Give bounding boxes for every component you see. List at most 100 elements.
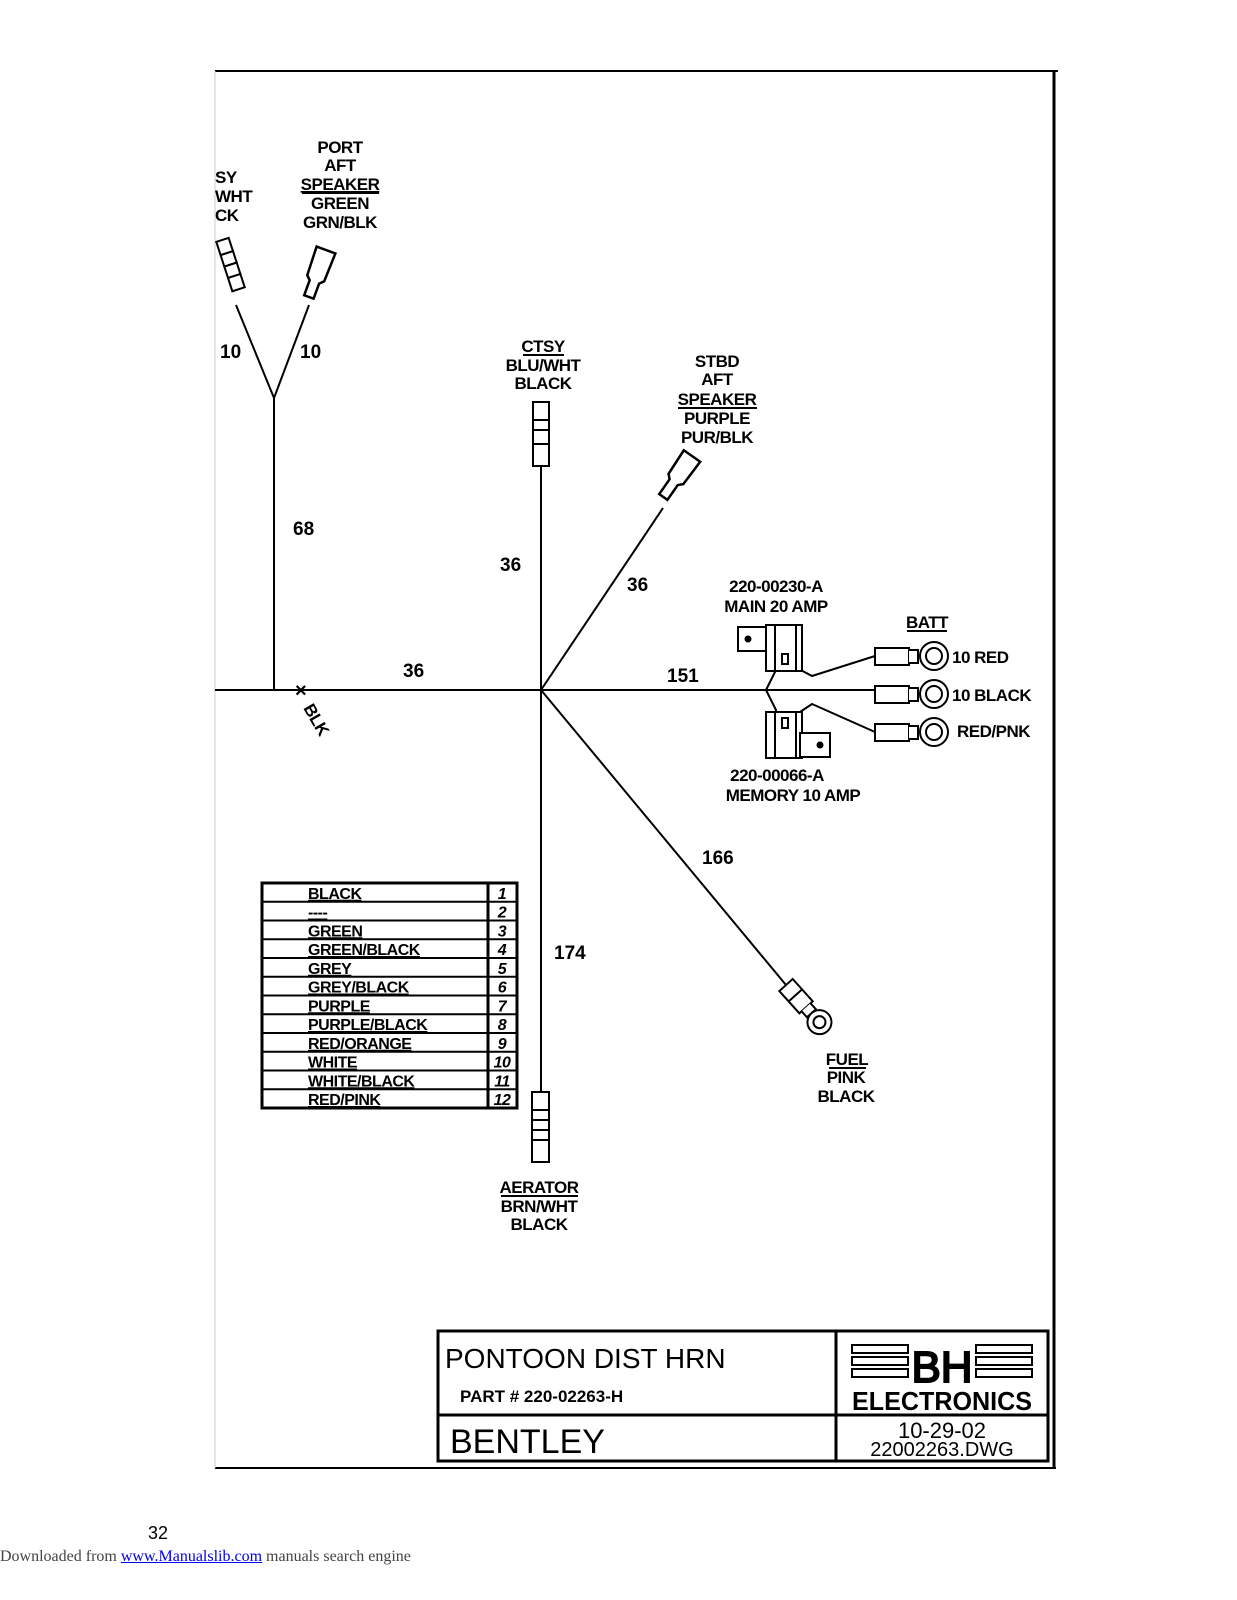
label-line: BLU/WHT xyxy=(506,356,582,375)
table-row-color: WHITE xyxy=(308,1055,358,1072)
wire-length-label: 166 xyxy=(702,848,734,869)
aerator-connector: AERATOR BRN/WHT BLACK xyxy=(500,1091,579,1234)
label-line: PURPLE xyxy=(684,409,750,428)
fuse-holder-icon xyxy=(765,711,831,759)
label-line: BLACK xyxy=(511,1215,569,1234)
bullet-connector-icon xyxy=(215,236,246,293)
ring-terminal-icon xyxy=(874,641,949,671)
footer-prefix: Downloaded from xyxy=(0,1548,121,1565)
wire-length-label: 36 xyxy=(500,555,521,576)
port-aft-speaker-connector: PORT AFT SPEAKER GREEN GRN/BLK xyxy=(301,138,380,301)
footer-suffix: manuals search engine xyxy=(262,1548,411,1565)
label-line: AFT xyxy=(701,370,734,389)
title-block: PONTOON DIST HRN PART # 220-02263-H BENT… xyxy=(436,1329,1050,1463)
wire-length-label: 68 xyxy=(293,519,314,540)
table-row-pin: 5 xyxy=(498,961,508,978)
ring-terminal-icon xyxy=(777,977,833,1036)
stbd-speaker-wire xyxy=(540,507,664,691)
wire-length-label: 10 xyxy=(300,342,321,363)
label-line: BLACK xyxy=(818,1087,876,1106)
wire-length-label: 36 xyxy=(403,661,424,682)
drawing-border xyxy=(214,70,1058,1469)
label-heading: SPEAKER xyxy=(678,390,757,409)
table-row-color: PURPLE xyxy=(308,998,371,1015)
table-row-color: RED/ORANGE xyxy=(308,1036,412,1053)
table-row-pin: 11 xyxy=(494,1073,510,1090)
branch-port-speaker-wire xyxy=(273,304,310,399)
table-row-color: GREEN xyxy=(308,923,362,940)
batt-terminal-label: RED/PNK xyxy=(957,722,1031,741)
wire-length-label: 151 xyxy=(667,666,699,687)
drawing-title: PONTOON DIST HRN xyxy=(445,1343,726,1374)
batt-terminal-label: 10 BLACK xyxy=(952,686,1032,705)
table-row-color: BLACK xyxy=(308,886,362,903)
table-row-pin: 6 xyxy=(498,980,507,997)
fuel-wire xyxy=(540,689,787,986)
logo-word: ELECTRONICS xyxy=(852,1386,1032,1416)
label-line: WHT xyxy=(215,187,253,206)
ring-terminal-icon xyxy=(874,679,949,709)
label-line: SY xyxy=(215,168,238,187)
wire-length-label: 36 xyxy=(627,575,648,596)
page-number: 32 xyxy=(148,1523,169,1543)
table-row-pin: 8 xyxy=(498,1017,507,1034)
ground-label: BLK xyxy=(300,701,334,741)
fuse-description: MAIN 20 AMP xyxy=(724,597,828,616)
batt-terminal-label: 10 RED xyxy=(952,648,1009,667)
label-line: BRN/WHT xyxy=(501,1197,579,1216)
table-row-color: GREEN/BLACK xyxy=(308,942,421,959)
label-line: AFT xyxy=(324,156,357,175)
fuse-part-number: 220-00230-A xyxy=(729,577,823,596)
table-row-color: GREY xyxy=(308,961,352,978)
label-line: STBD xyxy=(695,352,740,371)
ctsy-center-connector: CTSY BLU/WHT BLACK xyxy=(506,337,582,467)
table-row-pin: 7 xyxy=(498,998,508,1015)
wire-lengths: 10 10 68 36 36 36 151 166 174 xyxy=(220,342,734,964)
table-row-pin: 1 xyxy=(498,886,507,903)
logo-letters: BH xyxy=(911,1343,972,1392)
memory-fuse: 220-00066-A MEMORY 10 AMP xyxy=(726,711,861,805)
batt-connector: BATT 10 RED 10 BLACK RED/PNK xyxy=(874,613,1033,747)
label-line: GREEN xyxy=(311,194,369,213)
customer-name: BENTLEY xyxy=(450,1423,605,1461)
main-fuse: 220-00230-A MAIN 20 AMP xyxy=(724,577,828,672)
label-heading: FUEL xyxy=(826,1050,869,1069)
table-row-color: WHITE/BLACK xyxy=(308,1073,415,1090)
wire-length-label: 174 xyxy=(554,943,586,964)
stbd-aft-speaker-connector: STBD AFT SPEAKER PURPLE PUR/BLK xyxy=(657,352,757,502)
label-line: PINK xyxy=(827,1068,867,1087)
batt-red-wire xyxy=(796,655,876,678)
label-line: GRN/BLK xyxy=(303,213,378,232)
label-heading: CTSY xyxy=(521,337,566,356)
table-row-color: RED/PINK xyxy=(308,1092,381,1109)
spade-connector-icon xyxy=(302,244,338,301)
branch-ctsy-left-wire xyxy=(235,304,275,399)
label-line: PORT xyxy=(317,138,363,157)
spade-connector-icon xyxy=(657,448,702,502)
bullet-connector-icon xyxy=(532,401,550,467)
ctsy-left-connector: SY WHT CK xyxy=(215,168,254,293)
bh-electronics-logo: BH ELECTRONICS xyxy=(851,1342,1033,1416)
table-row-color: ---- xyxy=(308,905,327,922)
drawing-file: 22002263.DWG xyxy=(870,1439,1013,1461)
table-row-pin: 2 xyxy=(497,905,507,922)
drawing-date: 10-29-02 xyxy=(898,1418,986,1443)
table-row-color: PURPLE/BLACK xyxy=(308,1017,428,1034)
bullet-connector-icon xyxy=(531,1091,550,1163)
label-line: PUR/BLK xyxy=(681,428,754,447)
label-heading: AERATOR xyxy=(500,1178,579,1197)
wire-length-label: 10 xyxy=(220,342,241,363)
fuel-connector: FUEL PINK BLACK xyxy=(777,977,876,1106)
fuse-holder-icon xyxy=(737,624,803,672)
ring-terminal-icon xyxy=(874,717,949,747)
fuse-part-number: 220-00066-A xyxy=(730,766,824,785)
table-row-pin: 4 xyxy=(497,942,507,959)
table-row-pin: 12 xyxy=(494,1092,511,1109)
ground-x-icon: × xyxy=(295,680,307,702)
manualslib-link[interactable]: www.Manualslib.com xyxy=(120,1548,263,1565)
part-number: PART # 220-02263-H xyxy=(460,1387,623,1406)
label-line: CK xyxy=(215,206,240,225)
table-row-pin: 3 xyxy=(498,923,507,940)
fuse-description: MEMORY 10 AMP xyxy=(726,786,861,805)
